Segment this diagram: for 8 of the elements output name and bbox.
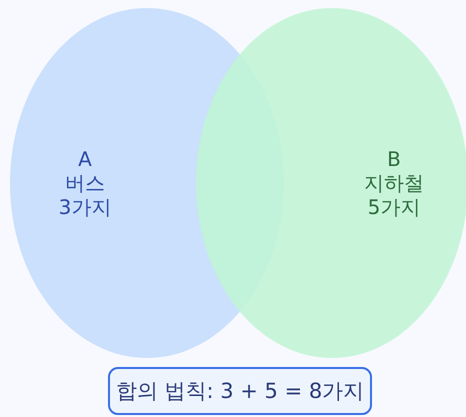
set-name: B [387,147,401,171]
set-label: 3가지 [58,195,112,219]
formula-box [108,367,372,415]
set-name: A [78,147,92,171]
set-label: 버스 [64,171,105,195]
set-label: 5가지 [368,195,420,219]
set-label: 지하철 [364,171,424,195]
formula-text: 합의 법칙: 3 + 5 = 8가지 [116,378,364,405]
